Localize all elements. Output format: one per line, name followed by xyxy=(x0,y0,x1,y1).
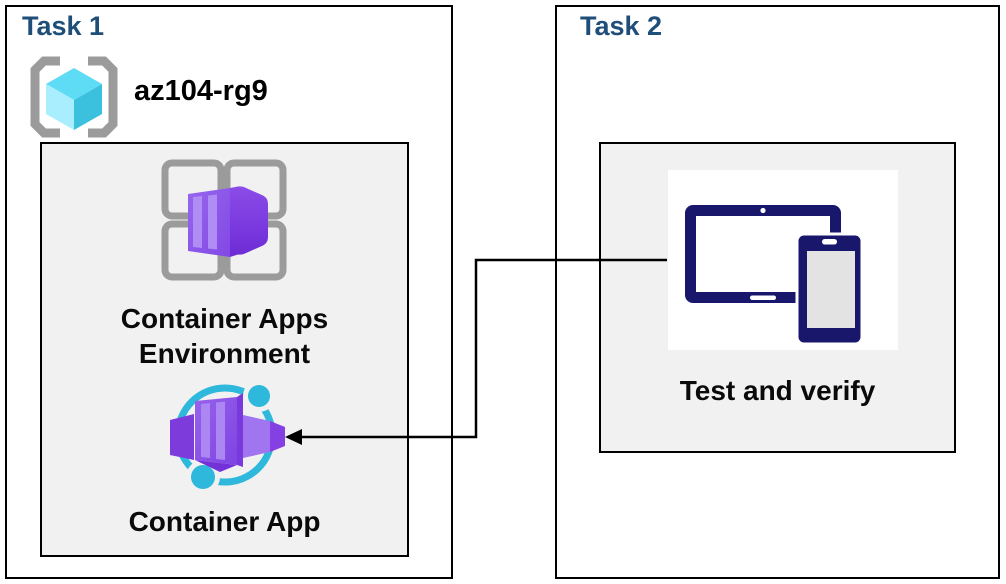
task1-title: Task 1 xyxy=(22,11,105,41)
resource-group-name: az104-rg9 xyxy=(134,75,268,107)
container-apps-environment-label: Container Apps Environment xyxy=(120,303,329,369)
resource-group-icon xyxy=(30,56,118,138)
container-app-label: Container App xyxy=(128,506,321,537)
container-app-icon xyxy=(170,380,285,492)
task2-title: Task 2 xyxy=(580,11,663,41)
container-apps-environment-icon xyxy=(161,159,287,281)
test-and-verify-label: Test and verify xyxy=(679,375,876,406)
devices-icon xyxy=(685,205,864,346)
